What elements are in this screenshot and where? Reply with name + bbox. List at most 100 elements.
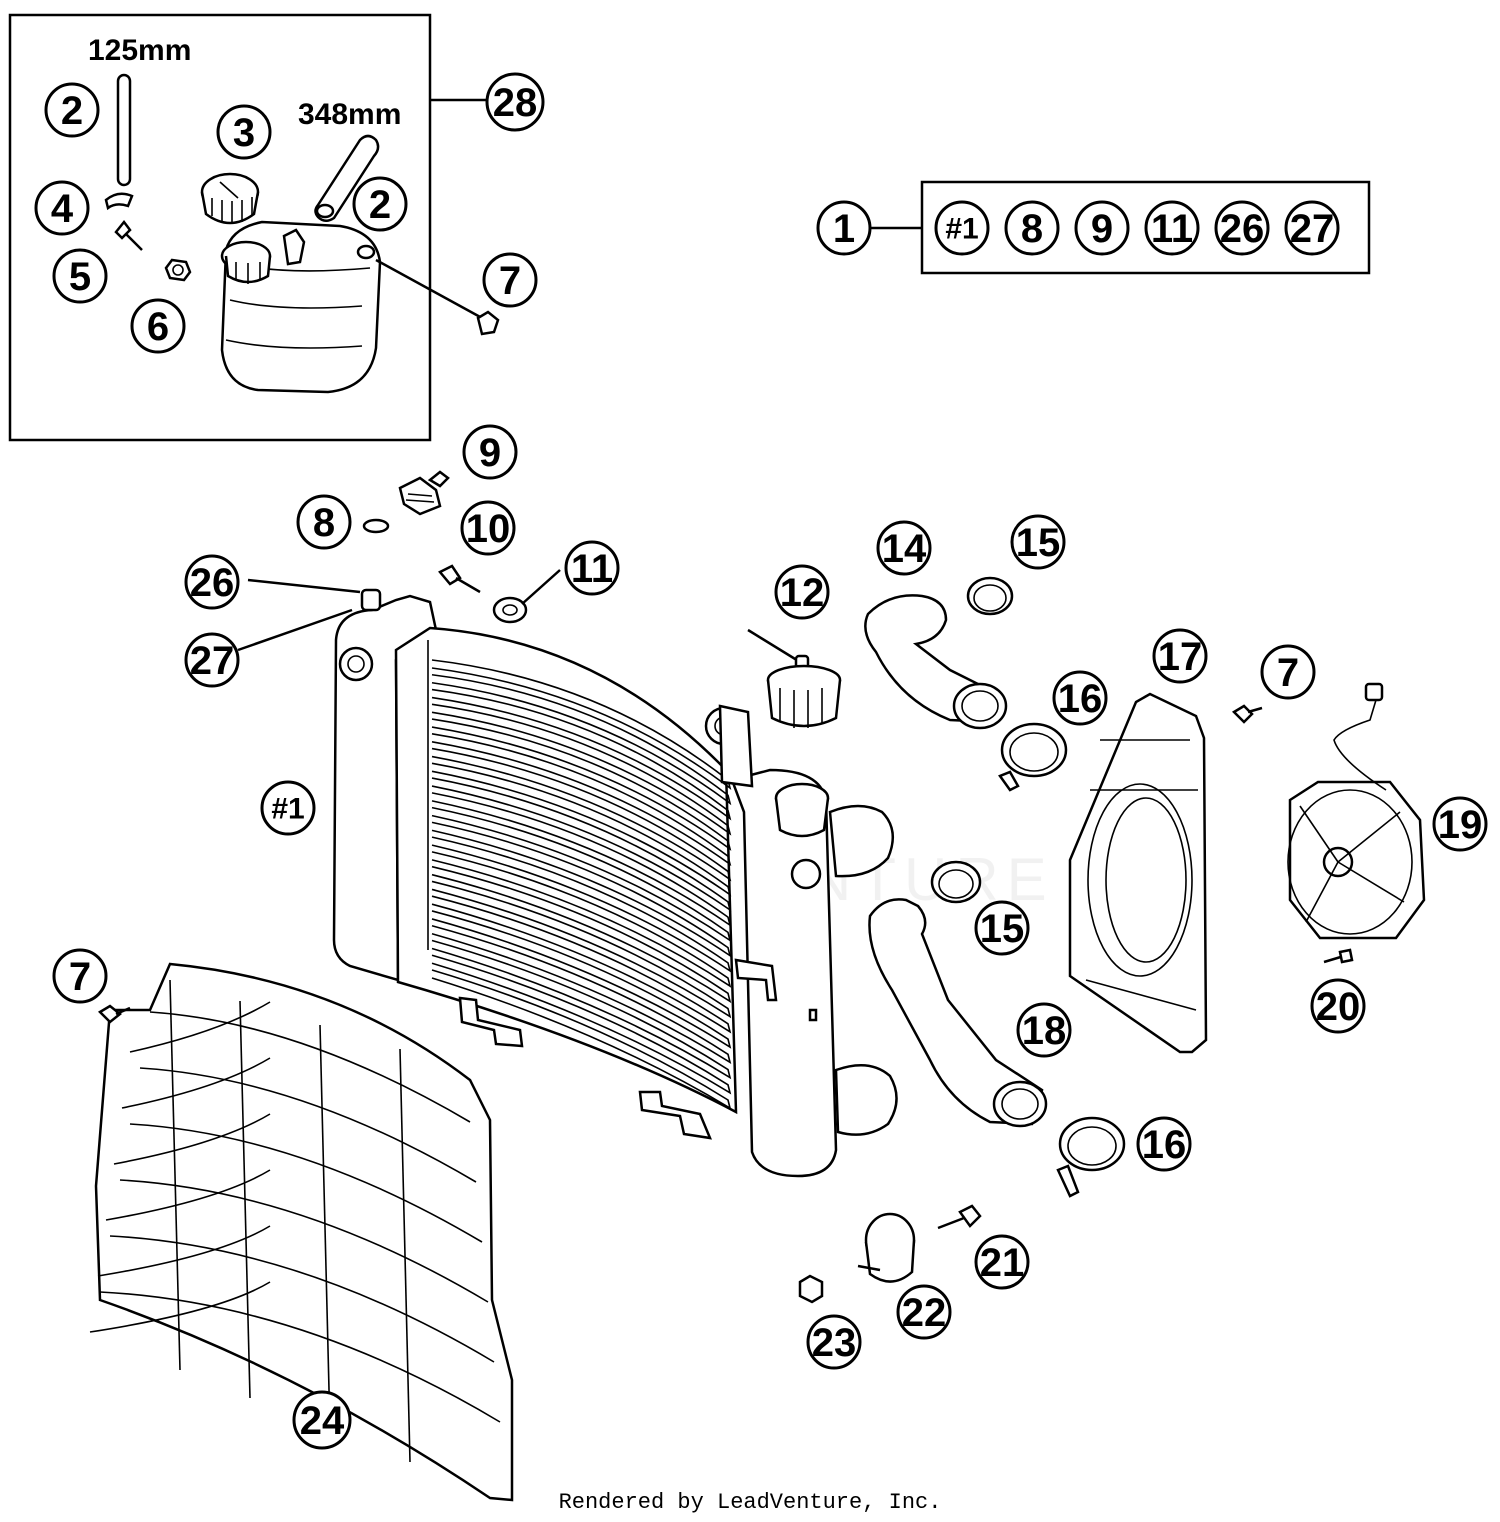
svg-text:20: 20 [1316,985,1361,1029]
callout-17: 17 [1152,628,1208,684]
kit-item-9: 9 [1074,200,1130,256]
svg-text:3: 3 [233,111,255,155]
radiator-fin [431,969,732,1110]
expansion-tank[interactable] [220,220,382,394]
hose-clip-small[interactable] [104,192,134,211]
radiator-right-tank[interactable] [458,704,898,1178]
svg-text:17: 17 [1158,635,1203,679]
grille-strut [239,1000,251,1399]
grille-slat [99,1291,501,1423]
lower-radiator-hose[interactable] [868,898,1048,1128]
radiator-fin [431,688,732,821]
mount-nut[interactable] [798,1274,824,1304]
grille-rib [97,1225,271,1277]
svg-text:10: 10 [466,507,511,551]
callout-27: 27 [184,632,240,688]
grille-rib [121,1057,271,1109]
shroud-screw[interactable] [1231,704,1263,724]
grille-strut [399,1048,411,1463]
kit-item-26: 26 [1214,200,1270,256]
svg-text:2: 2 [61,89,83,133]
cooling-fan[interactable] [1287,682,1426,940]
grille-slat [149,1011,471,1123]
callout-15-upper: 15 [1010,514,1066,570]
svg-text:22: 22 [902,1291,947,1335]
radiator-fin [431,777,732,912]
svg-text:15: 15 [1016,521,1061,565]
svg-text:19: 19 [1438,803,1483,847]
svg-text:16: 16 [1142,1123,1187,1167]
svg-text:16: 16 [1058,677,1103,721]
sensor-washer[interactable] [362,518,390,534]
svg-text:23: 23 [812,1321,857,1365]
svg-text:27: 27 [1290,207,1335,251]
callout-28: 28 [485,72,545,132]
tank-fastener-leader [375,258,483,320]
radiator-fin [431,939,732,1080]
radiator-fin [431,924,732,1065]
radiator-kit-box [870,180,1371,275]
tank-screw-small[interactable] [114,219,143,251]
svg-text:#1: #1 [271,793,304,826]
fan-shroud[interactable] [1068,692,1208,1054]
radiator-fin [431,910,732,1049]
svg-text:21: 21 [980,1241,1025,1285]
grille-strut [319,1024,331,1431]
callout-4: 4 [34,180,90,236]
callout-6: 6 [130,298,186,354]
kit-item-27: 27 [1284,200,1340,256]
radiator-fin [431,733,732,867]
radiator-fin [431,836,732,973]
kit-box-frame [8,13,432,442]
svg-text:27: 27 [190,639,235,683]
radiator-fin [431,851,732,988]
radiator-fin [431,895,732,1034]
tank-mounting-screw[interactable] [476,310,500,336]
callout-2-long-hose: 2 [352,176,408,232]
leader-26 [247,578,361,594]
svg-text:2: 2 [369,183,391,227]
callout-8: 8 [296,494,352,550]
tank-cap[interactable] [200,172,260,225]
svg-text:4: 4 [51,187,74,231]
grille-slat [119,1179,489,1303]
footer-credit: Rendered by LeadVenture, Inc. [559,1490,942,1515]
hose-clamp-upper-small[interactable] [966,576,1014,616]
tank-nut[interactable] [164,258,192,282]
temperature-sensor[interactable] [398,470,450,516]
hose-348mm-dimension: 348mm [298,98,401,131]
svg-text:14: 14 [882,527,927,571]
callout-24: 24 [292,1390,352,1450]
grille-slat [129,1123,483,1243]
hose-348mm[interactable] [314,134,380,222]
radiator-cap[interactable] [747,628,842,728]
rubber-mount[interactable] [857,1212,916,1283]
svg-text:11: 11 [571,547,613,591]
mount-bolt[interactable] [937,1204,982,1230]
leader-27 [237,608,353,652]
svg-text:9: 9 [479,431,501,475]
rubber-bushing[interactable] [492,596,528,624]
upper-radiator-hose[interactable] [864,594,1008,730]
grille-screw[interactable] [97,1004,131,1024]
svg-text:26: 26 [1220,207,1265,251]
hose-clamp-lower-large[interactable] [1056,1116,1126,1198]
callout-16-upper: 16 [1052,670,1108,726]
callout-7-tank: 7 [482,252,538,308]
callout-23: 23 [806,1314,862,1370]
callout-3: 3 [216,104,272,160]
callout-7-shroud: 7 [1260,644,1316,700]
svg-text:#1: #1 [945,213,978,246]
svg-text:8: 8 [1021,207,1043,251]
fan-screw[interactable] [1323,948,1354,964]
grille-rib [113,1113,271,1165]
grille-slat [139,1067,477,1183]
callout-layer: 28 2 2 3 4 5 6 7 1 #1 8 9 11 26 27 9 8 1… [34,72,1488,1450]
svg-text:15: 15 [980,907,1025,951]
callout-9: 9 [462,424,518,480]
grille-slat [109,1235,495,1363]
radiator-bolt[interactable] [438,564,481,594]
hose-clamp-lower-small[interactable] [930,860,982,904]
hose-clamp-upper-large[interactable] [998,722,1068,792]
hose-125mm[interactable] [116,73,132,187]
